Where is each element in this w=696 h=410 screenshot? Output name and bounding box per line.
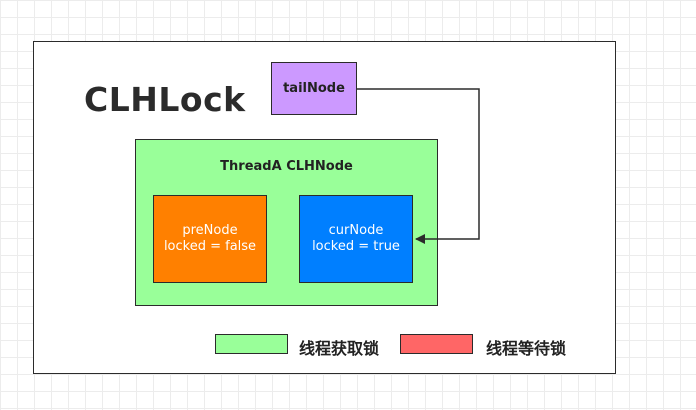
tail-node-box: tailNode <box>271 62 357 115</box>
pre-node-name: preNode <box>182 223 238 238</box>
cur-node-box: curNode locked = true <box>299 195 413 283</box>
legend-label-wait: 线程等待锁 <box>486 339 567 358</box>
cur-node-state: locked = true <box>312 239 400 254</box>
tail-node-label: tailNode <box>283 80 345 96</box>
pre-node-box: preNode locked = false <box>153 195 267 283</box>
arrow-line <box>357 88 480 244</box>
thread-node-label: ThreadA CLHNode <box>220 159 353 174</box>
legend-swatch-acquire <box>215 334 288 354</box>
diagram-title: CLHLock <box>84 80 246 119</box>
legend-label-acquire: 线程获取锁 <box>299 339 380 358</box>
cur-node-name: curNode <box>328 223 384 238</box>
legend-swatch-wait <box>400 334 473 354</box>
pre-node-state: locked = false <box>163 239 257 254</box>
